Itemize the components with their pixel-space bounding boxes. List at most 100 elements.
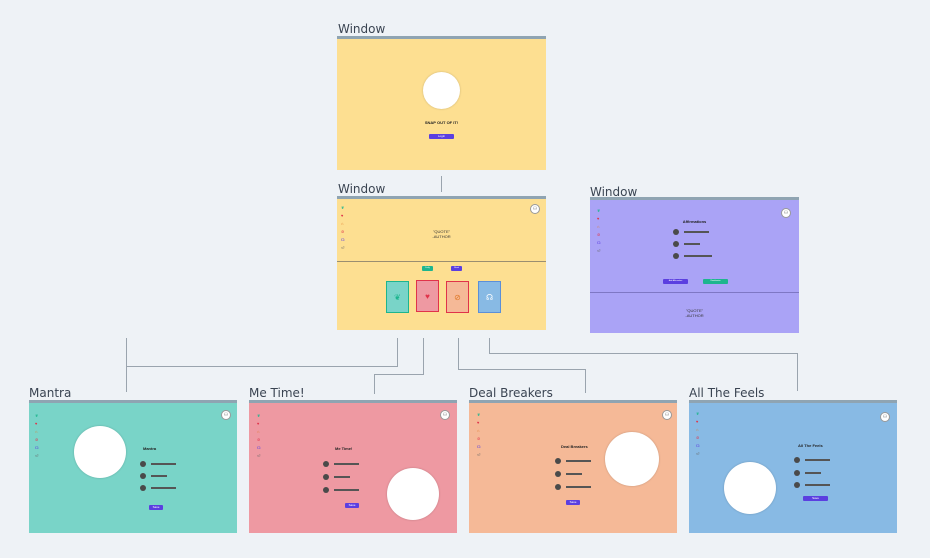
- logout-icon[interactable]: ⏎: [35, 453, 39, 458]
- block-icon[interactable]: ⊘: [477, 436, 481, 441]
- headphones-icon[interactable]: ☊: [597, 240, 601, 245]
- save-button[interactable]: Save: [566, 500, 580, 505]
- logout-icon[interactable]: ⏎: [257, 453, 261, 458]
- list-bullet: [323, 474, 329, 480]
- divider: [337, 261, 546, 262]
- mantra-icon[interactable]: ❦: [257, 413, 261, 418]
- avatar[interactable]: ⚇: [530, 204, 540, 214]
- frame-label-middle: Window: [338, 182, 386, 196]
- save-button[interactable]: Save: [345, 503, 359, 508]
- heart-icon[interactable]: ♥: [597, 216, 600, 221]
- window-titlebar: [590, 197, 799, 200]
- affirmations-heading: Affirmations: [682, 219, 707, 224]
- save-button[interactable]: Save: [149, 505, 163, 510]
- sidebar-icons: ❦ ♥ ⌂ ⊘ ☊ ⏎: [477, 412, 481, 458]
- divider: [590, 292, 799, 293]
- list-line: [151, 475, 167, 477]
- list-bullet: [140, 485, 146, 491]
- window-titlebar: [249, 400, 457, 403]
- logout-icon[interactable]: ⏎: [597, 248, 601, 253]
- block-icon[interactable]: ⊘: [696, 435, 700, 440]
- login-heading: SNAP OUT OF IT!: [424, 120, 459, 125]
- heart-icon[interactable]: ♥: [257, 421, 260, 426]
- image-circle: [724, 462, 776, 514]
- list-bullet: [323, 461, 329, 467]
- frame-label-mantra: Mantra: [29, 386, 72, 400]
- list-line: [805, 484, 830, 486]
- mantra-icon[interactable]: ❦: [597, 208, 601, 213]
- image-circle: [74, 426, 126, 478]
- block-icon[interactable]: ⊘: [257, 437, 261, 442]
- window-dealbreakers: ❦ ♥ ⌂ ⊘ ☊ ⏎ ⚇ Deal Breakers Save: [469, 400, 677, 533]
- list-line: [566, 486, 591, 488]
- tab-week[interactable]: Week: [451, 266, 462, 271]
- headphones-icon[interactable]: ☊: [477, 444, 481, 449]
- list-bullet: [555, 471, 561, 477]
- quote-text: "QUOTE" -AUTHOR: [685, 308, 704, 318]
- image-circle: [387, 468, 439, 520]
- home-icon[interactable]: ⌂: [341, 221, 344, 226]
- sidebar-icons: ❦ ♥ ⌂ ⊘ ☊ ⏎: [696, 411, 700, 457]
- window-titlebar: [337, 196, 546, 199]
- login-button[interactable]: Login: [429, 134, 454, 139]
- sidebar-icons: ❦ ♥ ⌂ ⊘ ☊ ⏎: [597, 208, 601, 254]
- heart-icon[interactable]: ♥: [477, 420, 480, 425]
- mantra-icon[interactable]: ❦: [35, 413, 39, 418]
- logout-icon[interactable]: ⏎: [341, 245, 345, 250]
- deal-card[interactable]: ⊘: [446, 281, 469, 313]
- list-line: [684, 231, 709, 233]
- headphones-icon[interactable]: ☊: [257, 445, 261, 450]
- tab-daily[interactable]: Daily: [422, 266, 433, 271]
- home-icon[interactable]: ⌂: [597, 224, 600, 229]
- mantra-icon[interactable]: ❦: [477, 412, 481, 417]
- list-bullet: [140, 461, 146, 467]
- metime-card[interactable]: ♥: [416, 280, 439, 312]
- block-icon[interactable]: ⊘: [35, 437, 39, 442]
- logout-icon[interactable]: ⏎: [477, 452, 481, 457]
- heart-icon[interactable]: ♥: [35, 421, 38, 426]
- connector-mantra-h: [126, 366, 398, 367]
- randomize-button[interactable]: Randomize: [703, 279, 728, 284]
- connector-to-mantra: [126, 338, 398, 392]
- list-bullet: [555, 484, 561, 490]
- list-line: [334, 489, 359, 491]
- logout-icon[interactable]: ⏎: [696, 451, 700, 456]
- avatar[interactable]: ⚇: [781, 208, 791, 218]
- add-affirmation-button[interactable]: Add Affirmation: [663, 279, 688, 284]
- avatar[interactable]: ⚇: [662, 410, 672, 420]
- heart-icon[interactable]: ♥: [341, 213, 344, 218]
- heart-icon[interactable]: ♥: [696, 419, 699, 424]
- feels-card[interactable]: ☊: [478, 281, 501, 313]
- connector-metime-h: [374, 374, 424, 375]
- home-icon[interactable]: ⌂: [35, 429, 38, 434]
- window-login: SNAP OUT OF IT! Login: [337, 36, 546, 170]
- headphones-icon[interactable]: ☊: [341, 237, 345, 242]
- home-icon[interactable]: ⌂: [257, 429, 260, 434]
- avatar[interactable]: ⚇: [221, 410, 231, 420]
- list-bullet: [323, 487, 329, 493]
- list-bullet: [794, 482, 800, 488]
- block-icon[interactable]: ⊘: [597, 232, 601, 237]
- frame-label-affirm: Window: [590, 185, 638, 199]
- save-button[interactable]: Save: [803, 496, 828, 501]
- mantra-card[interactable]: ❦: [386, 281, 409, 313]
- headphones-icon[interactable]: ☊: [35, 445, 39, 450]
- list-line: [151, 463, 176, 465]
- home-icon[interactable]: ⌂: [477, 428, 480, 433]
- list-line: [684, 255, 712, 257]
- mantra-icon[interactable]: ❦: [696, 411, 700, 416]
- window-allthefeels: ❦ ♥ ⌂ ⊘ ☊ ⏎ ⚇ All The Feels Save: [689, 400, 897, 533]
- mantra-icon[interactable]: ❦: [341, 205, 345, 210]
- connector-top-middle: [441, 176, 442, 192]
- avatar[interactable]: ⚇: [440, 410, 450, 420]
- list-line: [805, 472, 821, 474]
- list-bullet: [555, 458, 561, 464]
- home-icon[interactable]: ⌂: [696, 427, 699, 432]
- window-titlebar: [29, 400, 237, 403]
- block-icon[interactable]: ⊘: [341, 229, 345, 234]
- window-affirmations: ❦ ♥ ⌂ ⊘ ☊ ⏎ ⚇ Affirmations Add Affirmati…: [590, 197, 799, 333]
- sidebar-icons: ❦ ♥ ⌂ ⊘ ☊ ⏎: [341, 205, 345, 251]
- headphones-icon[interactable]: ☊: [696, 443, 700, 448]
- frame-label-deal: Deal Breakers: [469, 386, 553, 400]
- avatar[interactable]: ⚇: [880, 412, 890, 422]
